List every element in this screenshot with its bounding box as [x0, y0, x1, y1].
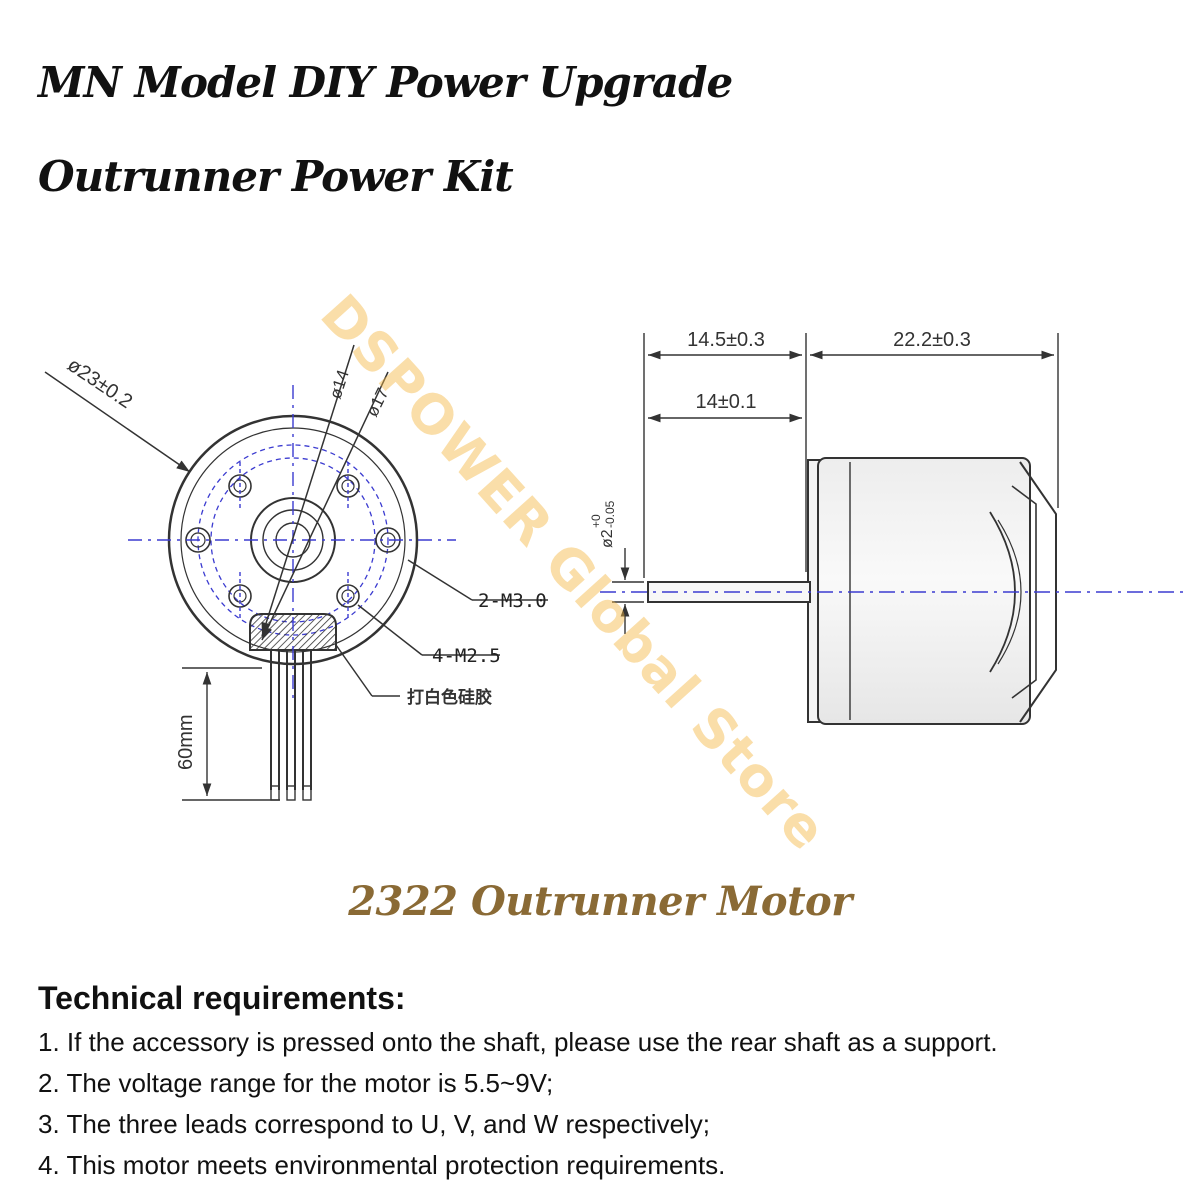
shaft-tolerance-upper: +0 [589, 514, 603, 528]
bearing-diameter-label: ø14 [326, 368, 353, 402]
shaft-tolerance-lower: -0.05 [603, 500, 617, 528]
shaft-length-label: 14±0.1 [695, 391, 756, 413]
silicone-potting [249, 613, 337, 651]
side-view-labels: 14.5±0.3 22.2±0.3 14±0.1 ø2 +0 -0.05 [589, 329, 971, 548]
motor-side-body [807, 457, 1057, 725]
motor-name: 2322 Outrunner Motor [348, 878, 852, 925]
front-view [44, 344, 548, 801]
requirements-title: Technical requirements: [38, 980, 406, 1016]
lead-wires [270, 650, 312, 801]
requirement-item: 2. The voltage range for the motor is 5.… [38, 1068, 554, 1098]
requirement-item: 3. The three leads correspond to U, V, a… [38, 1109, 711, 1139]
body-length-label: 22.2±0.3 [893, 329, 971, 351]
lead-length-dimension [182, 667, 280, 801]
requirement-item: 1. If the accessory is pressed onto the … [38, 1027, 998, 1057]
lead-length-label: 60mm [175, 714, 197, 770]
side-dimensions [612, 333, 1059, 634]
m25-holes-label: 4-M2.5 [432, 645, 501, 667]
title-line-1: MN Model DIY Power Upgrade [38, 58, 733, 107]
title-line-2: Outrunner Power Kit [38, 152, 514, 201]
side-view [600, 333, 1185, 725]
front-centerlines [128, 385, 456, 700]
m3-holes-label: 2-M3.0 [478, 590, 547, 612]
requirement-item: 4. This motor meets environmental protec… [38, 1150, 726, 1180]
watermark: DSPOWER Global Store [308, 283, 839, 863]
diameter-leaders [44, 344, 548, 697]
requirements-list: 1. If the accessory is pressed onto the … [38, 1026, 998, 1190]
front-length-label: 14.5±0.3 [687, 329, 765, 351]
shaft-diameter-label: ø2 [599, 529, 616, 548]
motor-technical-drawing: ø23±0.2 ø14 ø17 2-M3.0 4-M2.5 打白色硅胶 60mm [44, 283, 1185, 863]
outer-diameter-label: ø23±0.2 [63, 354, 136, 413]
silicone-note-label: 打白色硅胶 [407, 687, 492, 707]
m25-mount-holes [228, 474, 360, 608]
